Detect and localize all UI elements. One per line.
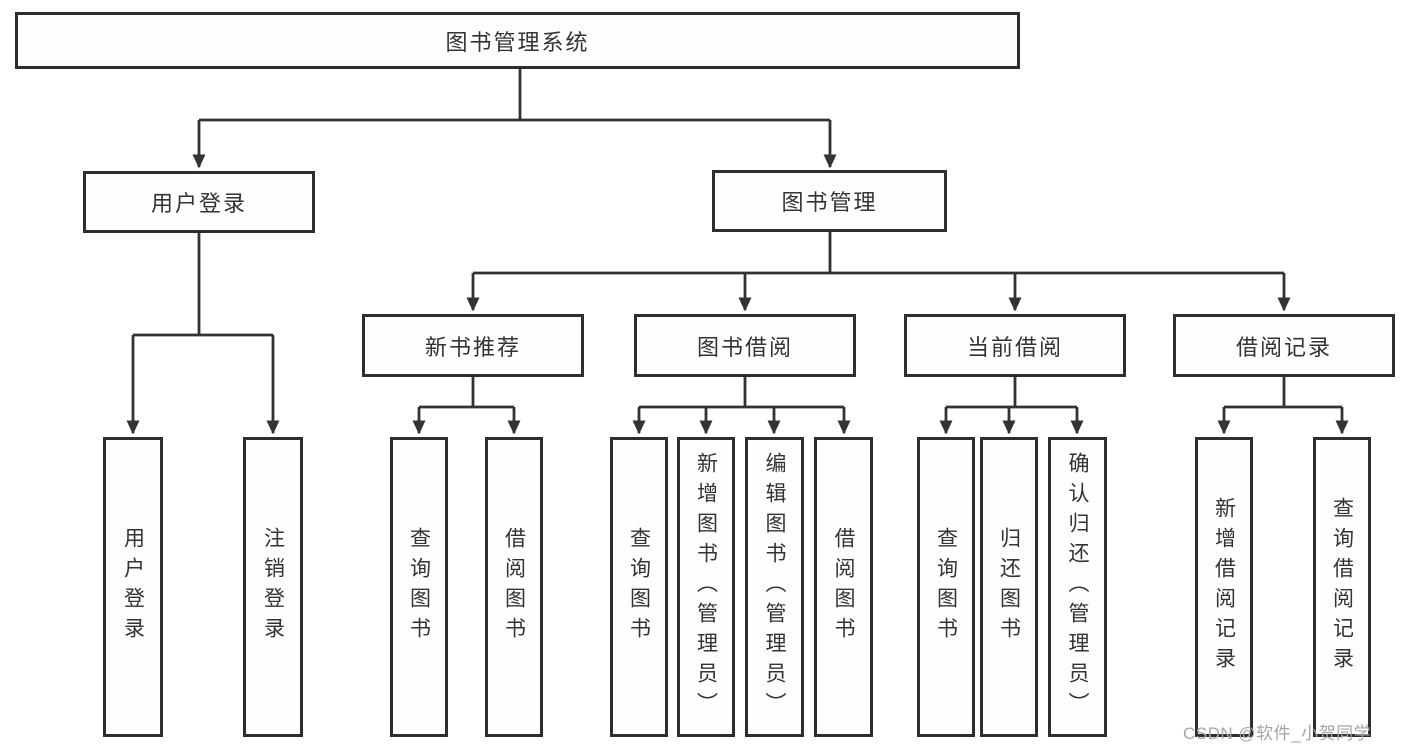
leaf-current-return-books-label: 归还图书 <box>997 527 1021 647</box>
leaf-borrow-borrow-books: 借阅图书 <box>814 437 873 737</box>
node-new-book-recommend-label: 新书推荐 <box>424 334 521 360</box>
leaf-borrow-edit-books-admin: 编辑图书（管理员） <box>745 437 804 737</box>
leaf-user-login: 用户登录 <box>103 437 163 737</box>
leaf-borrow-query-books-label: 查询图书 <box>627 527 651 647</box>
node-new-book-recommend: 新书推荐 <box>362 314 584 377</box>
leaf-current-query-books: 查询图书 <box>917 437 975 737</box>
node-book-borrow: 图书借阅 <box>634 314 856 377</box>
leaf-records-query-record-label: 查询借阅记录 <box>1330 497 1354 677</box>
leaf-logout-label: 注销登录 <box>261 527 285 647</box>
csdn-watermark: CSDN @软件_小贺同学 <box>1183 724 1372 743</box>
node-current-borrow-label: 当前借阅 <box>966 334 1063 360</box>
leaf-recommend-query-books-label: 查询图书 <box>407 527 431 647</box>
node-book-borrow-label: 图书借阅 <box>696 334 793 360</box>
leaf-records-add-record: 新增借阅记录 <box>1195 437 1253 737</box>
leaf-recommend-query-books: 查询图书 <box>390 437 448 737</box>
node-borrow-records: 借阅记录 <box>1173 314 1395 377</box>
leaf-recommend-borrow-books-label: 借阅图书 <box>502 527 526 647</box>
leaf-borrow-query-books: 查询图书 <box>610 437 668 737</box>
leaf-current-query-books-label: 查询图书 <box>934 527 958 647</box>
node-current-borrow: 当前借阅 <box>904 314 1126 377</box>
node-library-system-label: 图书管理系统 <box>445 29 590 55</box>
leaf-recommend-borrow-books: 借阅图书 <box>485 437 543 737</box>
leaf-current-confirm-return-admin: 确认归还（管理员） <box>1048 437 1107 737</box>
node-book-management-branch-label: 图书管理 <box>781 190 878 215</box>
node-book-management-branch: 图书管理 <box>712 170 947 232</box>
node-library-system: 图书管理系统 <box>15 12 1020 69</box>
leaf-borrow-add-books-admin-label: 新增图书（管理员） <box>694 452 718 722</box>
leaf-records-add-record-label: 新增借阅记录 <box>1212 497 1236 677</box>
leaf-current-return-books: 归还图书 <box>980 437 1038 737</box>
leaf-borrow-add-books-admin: 新增图书（管理员） <box>677 437 735 737</box>
node-user-login-branch-label: 用户登录 <box>150 191 247 216</box>
leaf-records-query-record: 查询借阅记录 <box>1313 437 1371 737</box>
leaf-logout: 注销登录 <box>243 437 303 737</box>
node-borrow-records-label: 借阅记录 <box>1235 334 1332 360</box>
node-user-login-branch: 用户登录 <box>83 171 315 233</box>
leaf-user-login-label: 用户登录 <box>121 527 145 647</box>
leaf-borrow-edit-books-admin-label: 编辑图书（管理员） <box>763 452 786 722</box>
leaf-current-confirm-return-admin-label: 确认归还（管理员） <box>1066 452 1089 722</box>
leaf-borrow-borrow-books-label: 借阅图书 <box>832 527 855 647</box>
